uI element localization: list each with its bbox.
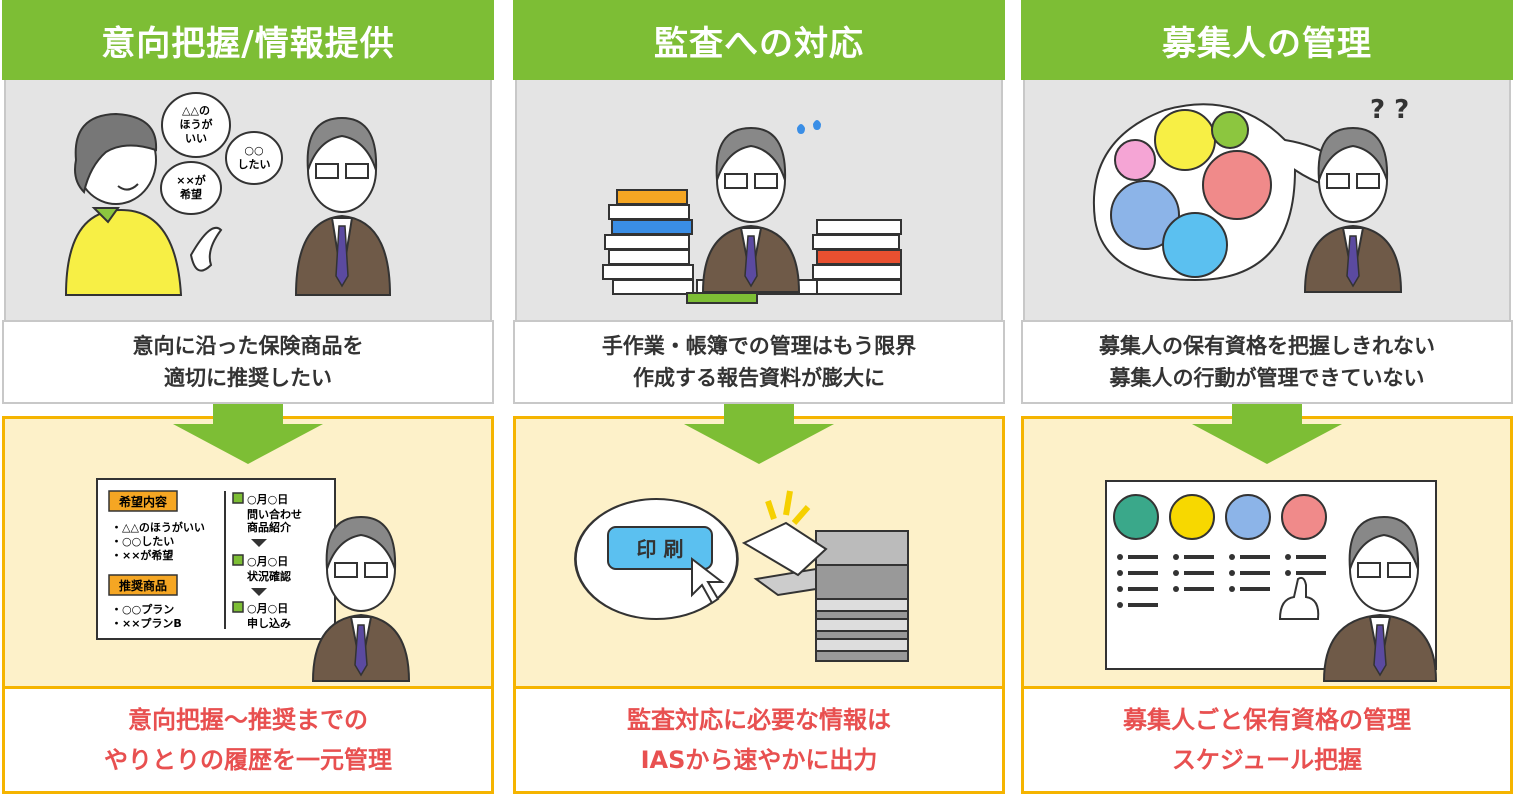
problem-text: 募集人の保有資格を把握しきれない 募集人の行動が管理できていない <box>1021 320 1513 404</box>
wish-item: ・××が希望 <box>111 548 173 562</box>
timeline-date: ○月○日 <box>247 555 288 568</box>
problem-line: 募集人の保有資格を把握しきれない <box>1099 334 1435 358</box>
column-recruiter: 募集人の管理 ? ? 募集人の保有資格を把握しきれない 募集人の行動が管理できて… <box>1021 0 1513 799</box>
rec-item: ・××プランB <box>111 616 182 630</box>
rec-item: ・○○プラン <box>111 602 174 616</box>
problem-line: 作成する報告資料が膨大に <box>633 366 885 390</box>
solution-line: やりとりの履歴を一元管理 <box>104 746 392 774</box>
timeline-text: 状況確認 <box>247 569 291 583</box>
recruiter-board-illustration <box>1105 480 1438 682</box>
thumbs-up-icon <box>1278 576 1320 620</box>
wish-item: ・○○したい <box>111 535 174 548</box>
problem-illustration <box>515 80 1003 320</box>
solution-illustration: 印 刷 <box>513 416 1005 688</box>
solution-line: 意向把握～推奨までの <box>128 706 368 734</box>
history-board-illustration: 希望内容 ・△△のほうがいい ・○○したい ・××が希望 推奨商品 ・○○プラン… <box>96 478 411 682</box>
timeline-text: 問い合わせ <box>247 507 302 521</box>
problem-line: 手作業・帳簿での管理はもう限界 <box>601 334 917 358</box>
column-title: 意向把握/情報提供 <box>2 0 494 80</box>
bubble-text: ほうが <box>180 117 213 131</box>
print-button-label: 印 刷 <box>637 537 684 561</box>
solution-line: 監査対応に必要な情報は <box>627 706 891 734</box>
down-arrow-icon <box>173 404 323 464</box>
timeline-date: ○月○日 <box>247 493 288 506</box>
solution-line: 募集人ごと保有資格の管理 <box>1123 706 1411 734</box>
problem-line: 募集人の行動が管理できていない <box>1109 366 1425 390</box>
solution-line: スケジュール把握 <box>1171 746 1363 774</box>
wish-title: 希望内容 <box>118 494 167 509</box>
solution-text: 監査対応に必要な情報は IASから速やかに出力 <box>513 686 1005 794</box>
problem-illustration: ? ? <box>1023 80 1511 320</box>
column-intent: 意向把握/情報提供 △△の ほうが いい ○○ したい ××が 希望 <box>2 0 494 799</box>
timeline-text: 商品紹介 <box>247 520 292 534</box>
problem-line: 意向に沿った保険商品を <box>132 334 364 358</box>
rec-title: 推奨商品 <box>119 578 167 593</box>
solution-text: 意向把握～推奨までの やりとりの履歴を一元管理 <box>2 686 494 794</box>
bubble-text: いい <box>185 132 207 145</box>
down-arrow-icon <box>684 404 834 464</box>
wish-item: ・△△のほうがいい <box>111 520 205 534</box>
print-output-illustration: 印 刷 <box>574 490 909 662</box>
down-arrow-icon <box>1192 404 1342 464</box>
bubble-text: △△の <box>182 104 210 117</box>
print-button[interactable] <box>607 526 713 570</box>
timeline-text: 申し込み <box>247 616 291 630</box>
bubble-text: したい <box>238 158 271 171</box>
problem-illustration: △△の ほうが いい ○○ したい ××が 希望 <box>4 80 492 320</box>
column-title: 募集人の管理 <box>1021 0 1513 80</box>
solution-line: IASから速やかに出力 <box>640 746 878 774</box>
problem-text: 手作業・帳簿での管理はもう限界 作成する報告資料が膨大に <box>513 320 1005 404</box>
recruiters-confusion-illustration: ? ? <box>1092 95 1409 293</box>
solution-text: 募集人ごと保有資格の管理 スケジュール把握 <box>1021 686 1513 794</box>
column-audit: 監査への対応 <box>513 0 1005 799</box>
problem-line: 適切に推奨したい <box>164 366 332 390</box>
cursor-icon <box>691 556 725 605</box>
paperwork-overload-illustration <box>602 120 902 304</box>
bubble-text: 希望 <box>179 187 202 201</box>
bubble-text: ○○ <box>244 144 263 157</box>
customer-and-agent-illustration: △△の ほうが いい ○○ したい ××が 希望 <box>64 92 392 296</box>
problem-text: 意向に沿った保険商品を 適切に推奨したい <box>2 320 494 404</box>
bubble-text: ××が <box>176 173 205 187</box>
timeline-date: ○月○日 <box>247 602 288 615</box>
question-marks: ? ? <box>1370 95 1409 125</box>
column-title: 監査への対応 <box>513 0 1005 80</box>
